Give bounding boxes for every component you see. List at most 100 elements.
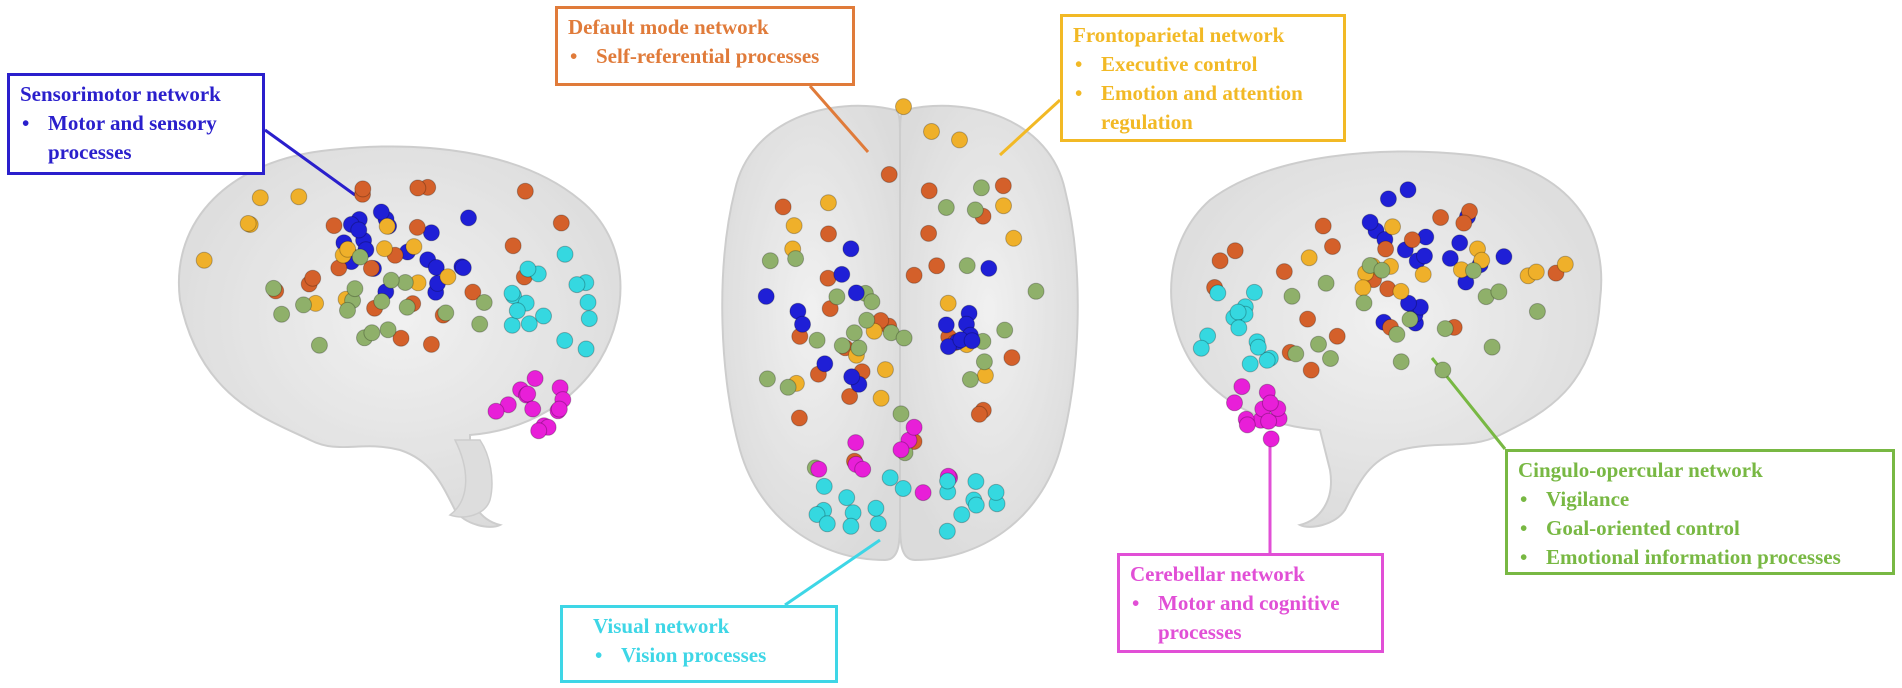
cingulo-opercular-node (382, 271, 400, 289)
default-mode-network-box: Default mode network Self-referential pr… (555, 6, 855, 86)
sensorimotor-leader-line (264, 128, 356, 197)
default-mode-network-title: Default mode network (568, 15, 769, 39)
frontoparietal-node (1384, 218, 1401, 236)
cerebellar-node (1260, 412, 1278, 430)
cingulo-opercular-node (475, 294, 493, 311)
sensorimotor-node (1400, 294, 1417, 312)
frontoparietal-network-box: Frontoparietal network Executive control… (1060, 14, 1346, 142)
cerebellar-node (1226, 394, 1243, 412)
sensorimotor-function-item: Motor and sensory processes (20, 109, 252, 167)
visual-function-item: Vision processes (593, 641, 825, 670)
visual-node (503, 284, 521, 302)
sensorimotor-node (350, 221, 368, 239)
visual-node (867, 499, 885, 517)
sensorimotor-node (1416, 247, 1433, 265)
default-mode-node (994, 177, 1012, 195)
visual-node (815, 477, 833, 495)
visual-node (503, 316, 521, 334)
sensorimotor-node (454, 259, 472, 277)
cingulo-opercular-node (787, 250, 805, 268)
cingulo-opercular-node (961, 371, 979, 388)
cingulo-opercular-node (833, 337, 851, 355)
sensorimotor-node (847, 284, 865, 302)
frontoparietal-node (1414, 265, 1432, 283)
cerebellar-node (1261, 394, 1279, 412)
visual-node (535, 307, 552, 325)
default-mode-node (1314, 217, 1332, 235)
default-mode-node (920, 182, 938, 200)
visual-network-functions: Vision processes (593, 641, 825, 670)
frontoparietal-node (439, 268, 457, 286)
cingulo-opercular-node (346, 280, 364, 298)
sensorimotor-node (816, 355, 834, 373)
cingulo-opercular-node (808, 331, 826, 349)
cingulo-opercular-node (779, 378, 797, 396)
default-mode-node (920, 224, 938, 242)
cingulo-opercular-node (1528, 303, 1546, 320)
cerebellar-node (1238, 416, 1256, 434)
cingulo-opercular-function-item: Vigilance (1518, 485, 1882, 514)
cerebellar-node (810, 460, 828, 478)
cerebellar-node (487, 402, 505, 420)
visual-node (580, 310, 598, 328)
cingulo-opercular-node (265, 279, 283, 297)
frontoparietal-node (995, 197, 1012, 215)
default-mode-node (1275, 263, 1293, 281)
default-mode-node (408, 218, 426, 236)
cingulo-opercular-node (1310, 335, 1327, 353)
default-mode-node (392, 329, 410, 347)
default-mode-node (774, 198, 792, 216)
frontoparietal-node (895, 98, 912, 116)
visual-node (1192, 339, 1210, 357)
sensorimotor-node (757, 287, 775, 305)
default-mode-node (1455, 214, 1473, 232)
frontoparietal-node (195, 251, 213, 269)
cingulo-opercular-node (471, 315, 489, 333)
cingulo-opercular-node (758, 370, 776, 388)
visual-node (939, 472, 957, 490)
cingulo-opercular-node (295, 296, 312, 314)
visual-node (1245, 283, 1263, 301)
visual-node (1241, 355, 1259, 373)
frontoparietal-node (872, 389, 890, 407)
frontoparietal-node (375, 240, 393, 258)
default-mode-node (1003, 349, 1021, 367)
default-mode-node (841, 388, 859, 405)
cingulo-opercular-node (273, 305, 291, 323)
sensorimotor-node (963, 332, 981, 350)
cerebellar-node (847, 434, 865, 452)
visual-node (1249, 338, 1267, 356)
default-mode-node (464, 283, 482, 301)
cingulo-opercular-node (845, 324, 863, 342)
visual-node (1258, 351, 1276, 369)
sensorimotor-network-functions: Motor and sensory processes (20, 109, 252, 167)
default-mode-node (516, 182, 534, 200)
visual-node (1229, 303, 1247, 321)
cingulo-opercular-node (966, 201, 984, 219)
visual-node (967, 473, 985, 490)
cerebellar-node (1233, 378, 1251, 396)
sensorimotor-node (980, 259, 998, 277)
frontoparietal-node (239, 215, 257, 232)
visual-node (577, 340, 595, 358)
frontoparietal-node (1556, 255, 1574, 273)
sensorimotor-node (460, 209, 477, 227)
cingulo-opercular-node (1388, 325, 1406, 343)
cingulo-opercular-node (1483, 338, 1501, 356)
cerebellar-node (892, 441, 910, 459)
visual-node (808, 506, 826, 523)
cingulo-opercular-node (937, 199, 955, 216)
cingulo-opercular-node (437, 304, 455, 322)
cingulo-opercular-node (1392, 353, 1410, 371)
cingulo-opercular-function-item: Emotional information processes (1518, 543, 1882, 572)
cingulo-opercular-node (1283, 287, 1301, 305)
default-mode-node (1377, 240, 1395, 258)
sensorimotor-node (939, 338, 957, 356)
sensorimotor-node (794, 315, 811, 333)
cerebellar-function-item: Motor and cognitive processes (1130, 589, 1371, 647)
cingulo-opercular-node (363, 324, 381, 342)
sensorimotor-node (1451, 234, 1469, 252)
sensorimotor-node (833, 265, 851, 283)
sensorimotor-network-box: Sensorimotor network Motor and sensory p… (7, 73, 265, 175)
